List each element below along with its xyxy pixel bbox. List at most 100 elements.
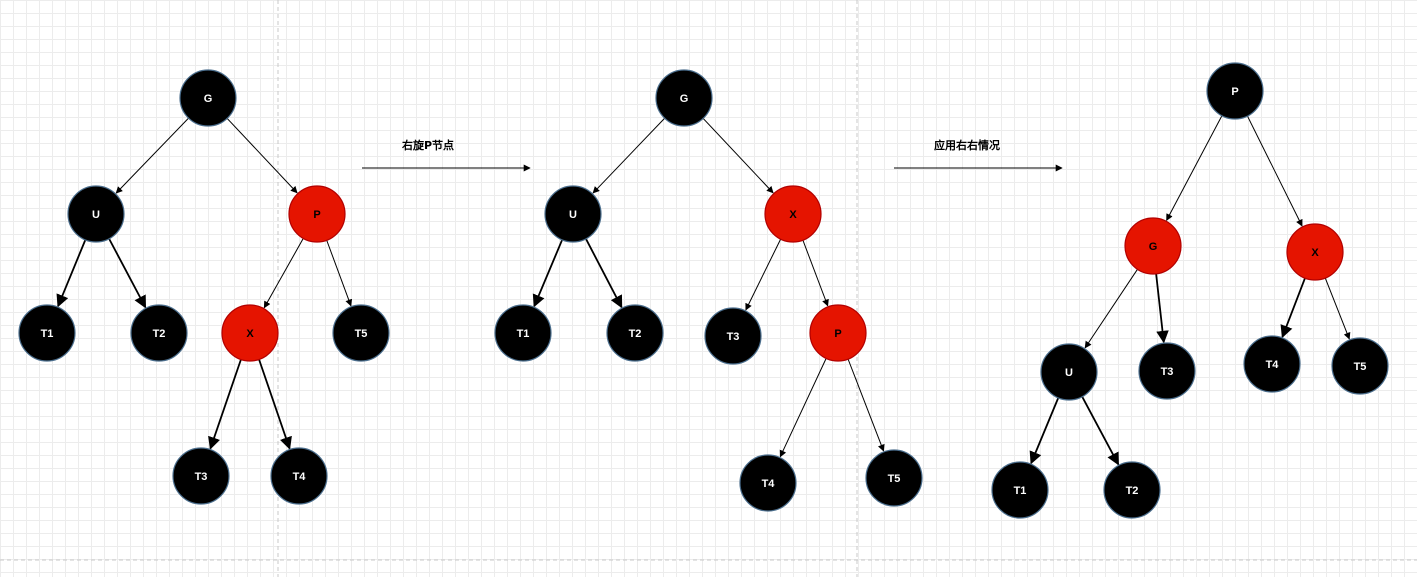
step2-node-g: G: [655, 69, 713, 127]
step3-node-t2: T2: [1103, 461, 1161, 519]
step2-node-t4-label: T4: [762, 478, 776, 490]
step2-node-t1-circle: [494, 304, 552, 362]
step2-node-t3-label: T3: [727, 331, 740, 343]
step1-node-t1: T1: [18, 304, 76, 362]
step3-node-g-label: G: [1149, 241, 1158, 253]
step3-edge-x-t5: [1324, 277, 1351, 340]
step2-node-x-circle: [764, 185, 822, 243]
step2-node-t5-label: T5: [888, 473, 901, 485]
step3-node-t4-label: T4: [1266, 359, 1280, 371]
step2-node-t4: T4: [739, 454, 797, 512]
step3-node-t5-circle: [1331, 337, 1389, 395]
step3-node-t1-label: T1: [1014, 485, 1027, 497]
step1-node-t2-label: T2: [153, 328, 166, 340]
step1-node-t1-label: T1: [41, 328, 54, 340]
step2-edge-p-t4: [779, 358, 827, 458]
step3-node-u-label: U: [1065, 367, 1073, 379]
step3-edge-g-u: [1084, 269, 1138, 349]
step1-edge-p-t5: [326, 240, 353, 307]
step2-edge-g-u: [592, 117, 666, 194]
step1-node-t4-label: T4: [293, 471, 307, 483]
transition-1: 右旋P节点: [362, 138, 531, 172]
step3-node-t5: T5: [1331, 337, 1389, 395]
step1-edge-p-x: [263, 238, 304, 309]
step3-edge-p-g: [1166, 115, 1223, 221]
step2-edge-x-p: [802, 240, 829, 307]
step2-node-t2: T2: [606, 304, 664, 362]
step2-node-t1-label: T1: [517, 328, 530, 340]
step1-node-t1-circle: [18, 304, 76, 362]
step2-edge-g-x: [702, 118, 774, 194]
transition-2: 应用右右情况: [894, 138, 1063, 172]
step2-node-t3: T3: [704, 307, 762, 365]
step3-node-g: G: [1124, 217, 1182, 275]
step1-node-x-circle: [221, 304, 279, 362]
step2-node-p: P: [809, 304, 867, 362]
step3-edge-g-t3: [1155, 273, 1169, 344]
step2-node-t1: T1: [494, 304, 552, 362]
step2-edge-p-t5: [847, 358, 885, 452]
step1-node-t4-circle: [270, 447, 328, 505]
step3-node-t2-circle: [1103, 461, 1161, 519]
step2-node-t2-label: T2: [629, 328, 642, 340]
transition-1-label: 右旋P节点: [401, 138, 454, 152]
step1-node-t4: T4: [270, 447, 328, 505]
step1-node-p-label: P: [313, 209, 320, 221]
step2-node-g-circle: [655, 69, 713, 127]
step3-node-t4-circle: [1243, 335, 1301, 393]
edges-layer: [56, 115, 1351, 466]
step1-node-x: X: [221, 304, 279, 362]
transition-2-label: 应用右右情况: [934, 138, 1000, 152]
step3-node-p-label: P: [1231, 86, 1238, 98]
step3-edge-x-t4: [1280, 277, 1306, 339]
step1-node-t3-circle: [172, 447, 230, 505]
step2-node-p-circle: [809, 304, 867, 362]
step1-node-t5: T5: [332, 304, 390, 362]
step1-node-u-circle: [67, 185, 125, 243]
step1-node-u-label: U: [92, 209, 100, 221]
step2-edge-x-t3: [745, 238, 782, 311]
step3-node-t1: T1: [991, 461, 1049, 519]
step1-node-t2: T2: [130, 304, 188, 362]
step2-node-t5: T5: [865, 449, 923, 507]
step2-edge-u-t2: [585, 238, 623, 309]
step1-edge-u-t1: [56, 239, 87, 308]
step1-edge-u-t2: [108, 238, 147, 309]
step2-node-g-label: G: [680, 93, 689, 105]
step2-node-x-label: X: [789, 209, 797, 221]
step3-node-t1-circle: [991, 461, 1049, 519]
step3-node-u: U: [1040, 343, 1098, 401]
step3-node-p-circle: [1206, 62, 1264, 120]
step1-edge-g-u: [115, 117, 189, 194]
step3-node-x-circle: [1286, 223, 1344, 281]
step1-node-u: U: [67, 185, 125, 243]
step2-node-t5-circle: [865, 449, 923, 507]
step2-node-t4-circle: [739, 454, 797, 512]
step3-node-x-label: X: [1311, 247, 1319, 259]
step1-edge-x-t3: [208, 359, 242, 450]
step3-node-t3-label: T3: [1161, 366, 1174, 378]
step1-node-g: G: [179, 69, 237, 127]
step3-node-x: X: [1286, 223, 1344, 281]
step3-edge-p-x: [1247, 115, 1303, 227]
step3-node-t3-circle: [1138, 342, 1196, 400]
step3-node-t3: T3: [1138, 342, 1196, 400]
step3-node-t5-label: T5: [1354, 361, 1367, 373]
step2-edge-u-t1: [532, 239, 563, 308]
step1-node-t5-label: T5: [355, 328, 368, 340]
step1-edge-g-p: [226, 118, 298, 194]
step2-node-t3-circle: [704, 307, 762, 365]
step2-node-x: X: [764, 185, 822, 243]
step1-edge-x-t4: [258, 359, 292, 450]
step3-node-u-circle: [1040, 343, 1098, 401]
step1-node-t5-circle: [332, 304, 390, 362]
step2-node-u-circle: [544, 185, 602, 243]
step2-node-t2-circle: [606, 304, 664, 362]
step1-node-p: P: [288, 185, 346, 243]
step3-node-t4: T4: [1243, 335, 1301, 393]
step1-node-g-circle: [179, 69, 237, 127]
step1-node-p-circle: [288, 185, 346, 243]
step2-node-u-label: U: [569, 209, 577, 221]
